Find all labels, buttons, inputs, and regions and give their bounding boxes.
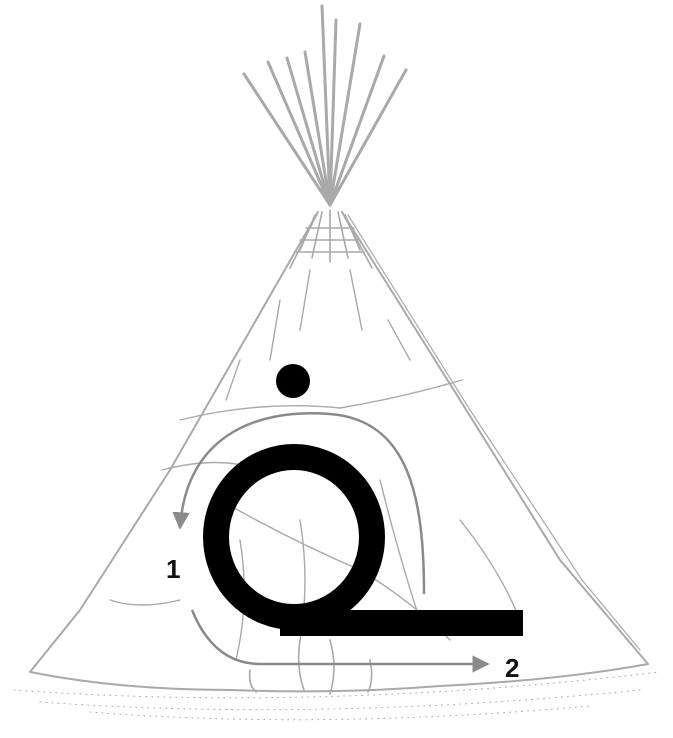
ground-stipple (14, 672, 660, 720)
black-dot (276, 364, 310, 398)
step-2-label: 2 (505, 655, 519, 681)
tipi-door (250, 640, 372, 694)
step-1-label: 1 (166, 556, 180, 582)
black-ring (216, 457, 372, 617)
black-tail (280, 610, 523, 636)
circle-with-dot-and-tail-symbol (216, 364, 523, 636)
tipi-poles (244, 6, 406, 205)
